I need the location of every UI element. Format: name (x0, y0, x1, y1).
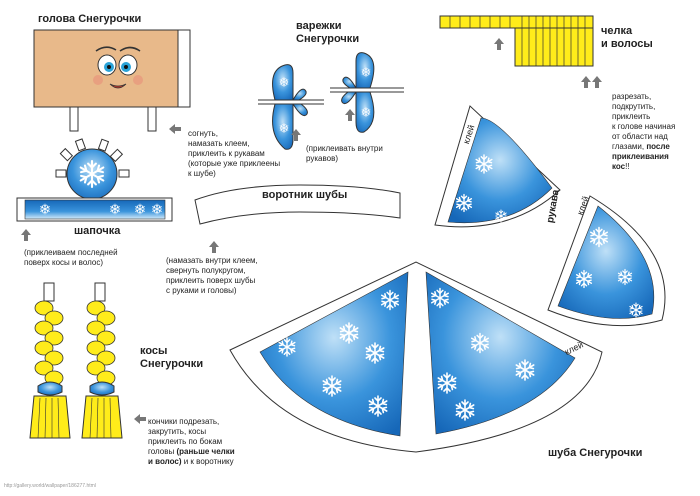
collar-label: воротник шубы (262, 189, 348, 201)
face-icon (93, 46, 143, 89)
mittens-piece (258, 52, 404, 150)
hat-top-piece (55, 138, 130, 200)
mittens-note: (приклеивать внутри рукавов) (306, 144, 383, 163)
braids-piece (29, 282, 123, 439)
sleeve-piece-1 (434, 105, 561, 228)
hat-band-piece (16, 197, 173, 222)
collar-note: (намазать внутри клеем, свернуть полукру… (166, 256, 258, 295)
head-label: голова Снегурочки (38, 13, 142, 25)
bangs-note: разрезать, подкрутить, приклеить к голов… (612, 92, 676, 171)
hat-label: шапочка (74, 225, 121, 237)
watermark: http://gallery.world/wallpaper/186277.ht… (4, 483, 96, 489)
collar-piece (194, 184, 401, 225)
head-piece (33, 29, 191, 132)
bangs-piece (439, 15, 594, 67)
bangs-label: челка и волосы (601, 25, 653, 50)
sleeve-piece-2 (547, 195, 666, 327)
head-note: согнуть, намазать клеем, приклеить к рук… (188, 129, 281, 178)
braids-note: кончики подрезать, закрутить, косы прикл… (148, 417, 235, 466)
mittens-label: варежки Снегурочки (296, 20, 360, 45)
coat-piece (229, 261, 603, 453)
braids-label: косы Снегурочки (140, 345, 204, 370)
coat-label: шуба Снегурочки (548, 447, 643, 459)
hat-note: (приклеиваем последней поверх косы и вол… (24, 248, 118, 267)
